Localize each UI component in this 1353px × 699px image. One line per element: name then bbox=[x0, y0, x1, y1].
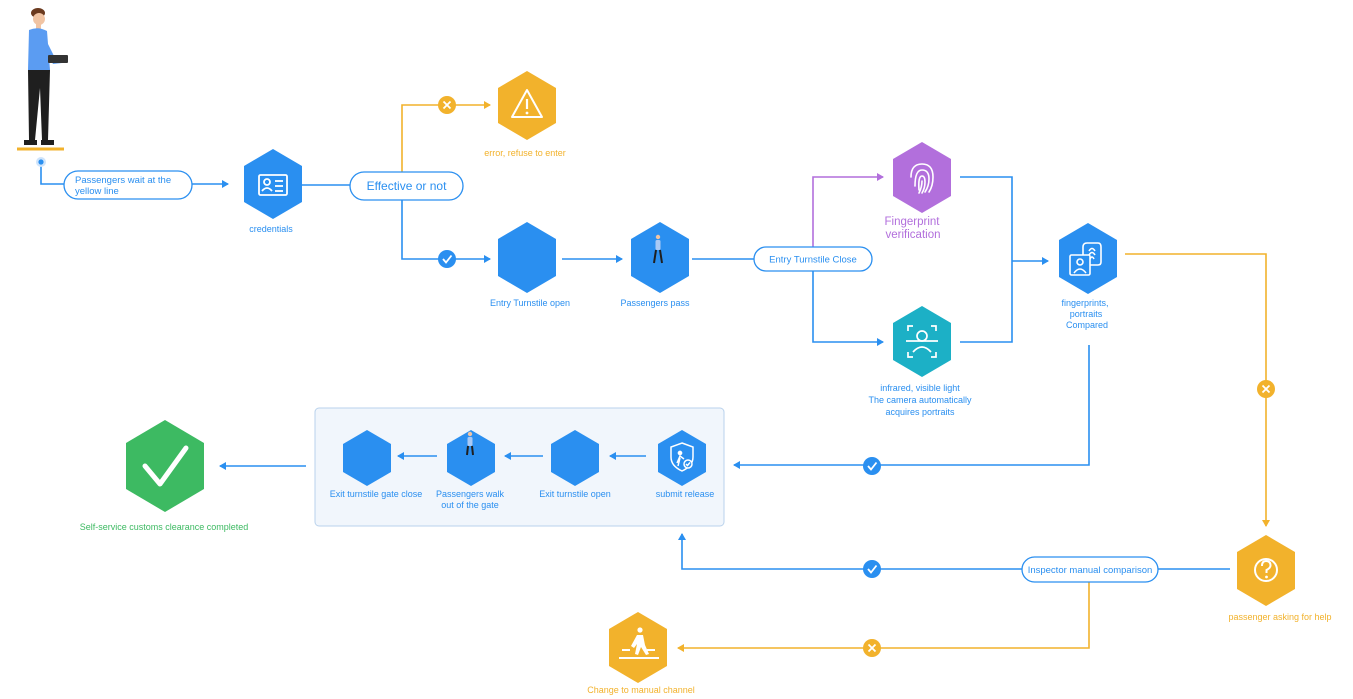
badge-accept-compare bbox=[863, 457, 881, 475]
label-submit: submit release bbox=[656, 489, 715, 499]
face-scan-icon bbox=[906, 325, 938, 358]
passenger-figure bbox=[17, 8, 68, 167]
badge-accept-effective bbox=[438, 250, 456, 268]
label-camera-1: infrared, visible light bbox=[880, 383, 960, 393]
label-passengers-pass: Passengers pass bbox=[620, 298, 690, 308]
badge-reject-compare bbox=[1257, 380, 1275, 398]
node-help bbox=[1237, 535, 1295, 606]
shield-release-icon bbox=[670, 442, 694, 472]
person-walking-icon bbox=[653, 234, 663, 264]
label-walk-1: Passengers walk bbox=[436, 489, 505, 499]
badge-reject-inspector bbox=[863, 639, 881, 657]
decision-entry-close-box bbox=[753, 246, 873, 272]
passenger-label-box bbox=[63, 170, 193, 200]
node-exit-open bbox=[551, 430, 599, 486]
decision-entry-close: Entry Turnstile Close bbox=[769, 255, 857, 266]
node-entry-open bbox=[498, 222, 556, 293]
question-icon bbox=[1254, 558, 1278, 582]
label-help: passenger asking for help bbox=[1228, 612, 1331, 622]
node-camera bbox=[893, 306, 951, 377]
node-credentials bbox=[244, 149, 302, 219]
warning-icon bbox=[511, 89, 543, 118]
label-exit-open: Exit turnstile open bbox=[539, 489, 611, 499]
node-error bbox=[498, 71, 556, 140]
label-manual: Change to manual channel bbox=[587, 685, 695, 695]
id-card-icon bbox=[258, 174, 288, 196]
node-completed bbox=[126, 420, 204, 512]
label-compare-3: Compared bbox=[1066, 320, 1108, 330]
node-fingerprint bbox=[893, 142, 951, 213]
node-submit bbox=[658, 430, 706, 486]
portrait-fingerprint-icon bbox=[1069, 242, 1102, 276]
label-exit-close: Exit turnstile gate close bbox=[330, 489, 423, 499]
badge-accept-inspector bbox=[863, 560, 881, 578]
label-walk-2: out of the gate bbox=[441, 500, 499, 510]
label-compare-2: portraits bbox=[1070, 309, 1103, 319]
node-manual bbox=[609, 612, 667, 683]
exit-panel bbox=[314, 407, 725, 527]
decision-effective-box bbox=[349, 171, 464, 201]
label-entry-open: Entry Turnstile open bbox=[490, 298, 570, 308]
passenger-label-line2: yellow line bbox=[75, 186, 119, 197]
decision-inspector-box bbox=[1021, 556, 1159, 583]
fingerprint-icon bbox=[910, 163, 934, 194]
connectors bbox=[40, 101, 1270, 652]
label-fingerprint-1: Fingerprint bbox=[885, 216, 941, 228]
label-error: error, refuse to enter bbox=[484, 148, 566, 158]
decision-effective: Effective or not bbox=[367, 179, 447, 193]
badge-reject-effective bbox=[438, 96, 456, 114]
node-exit-close bbox=[343, 430, 391, 486]
label-credentials: credentials bbox=[249, 224, 293, 234]
label-compare-1: fingerprints, bbox=[1061, 298, 1108, 308]
person-walking-icon bbox=[466, 431, 474, 456]
label-fingerprint-2: verification bbox=[886, 229, 941, 241]
label-camera-2: The camera automatically bbox=[868, 395, 972, 405]
passenger-label-line1: Passengers wait at the bbox=[75, 175, 171, 186]
label-completed: Self-service customs clearance completed bbox=[80, 522, 249, 532]
node-walk-out bbox=[447, 430, 495, 486]
label-camera-3: acquires portraits bbox=[885, 407, 955, 417]
decision-inspector: Inspector manual comparison bbox=[1028, 565, 1153, 576]
node-passengers-pass bbox=[631, 222, 689, 293]
checkmark-icon bbox=[142, 445, 189, 487]
node-compare bbox=[1059, 223, 1117, 294]
manual-channel-icon bbox=[619, 627, 659, 659]
